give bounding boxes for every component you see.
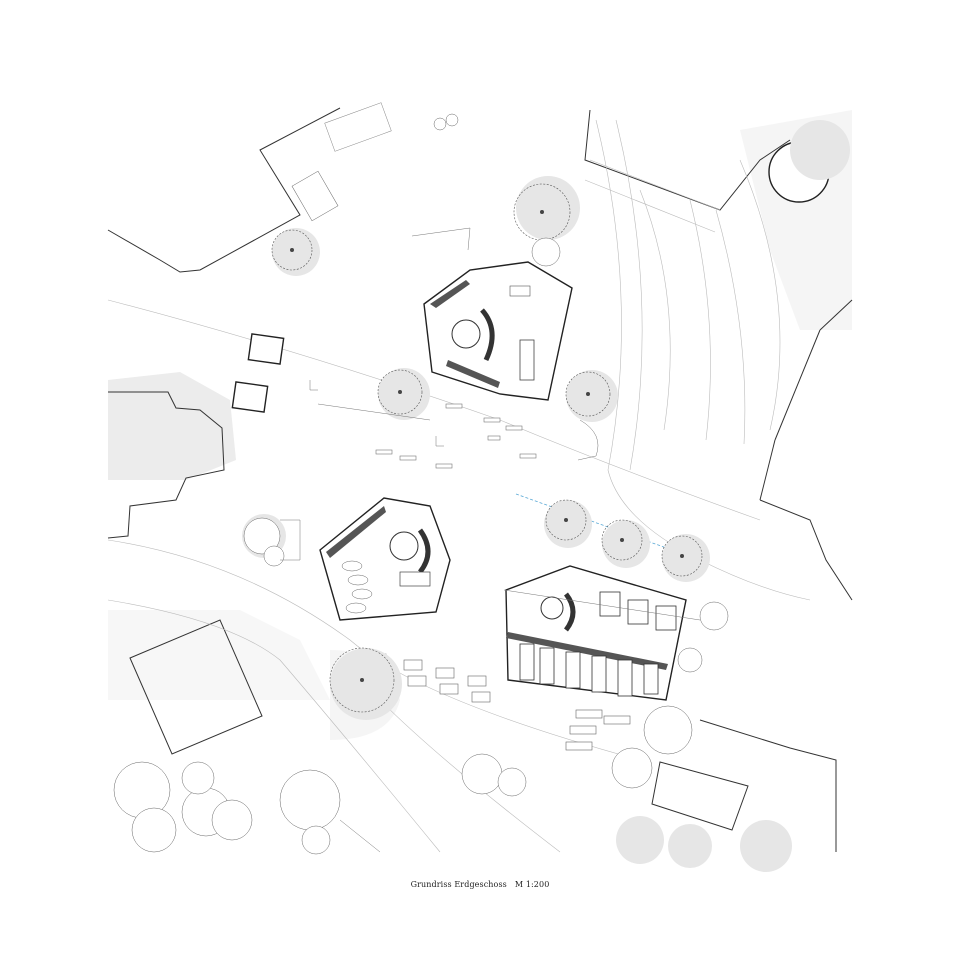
site-buildings-outline bbox=[107, 107, 853, 852]
caption-scale: M 1:200 bbox=[514, 880, 550, 889]
building-north bbox=[423, 261, 573, 401]
site-markers bbox=[280, 102, 701, 853]
kiosks bbox=[231, 333, 285, 413]
curved-road bbox=[107, 119, 811, 853]
building-west bbox=[319, 497, 451, 621]
building-south bbox=[505, 565, 687, 701]
drawing-caption: Grundriss Erdgeschoss M 1:200 bbox=[0, 880, 960, 889]
benches bbox=[375, 403, 537, 469]
caption-title: Grundriss Erdgeschoss bbox=[410, 880, 507, 889]
shrubs bbox=[113, 113, 850, 872]
ground-shading bbox=[108, 110, 852, 740]
